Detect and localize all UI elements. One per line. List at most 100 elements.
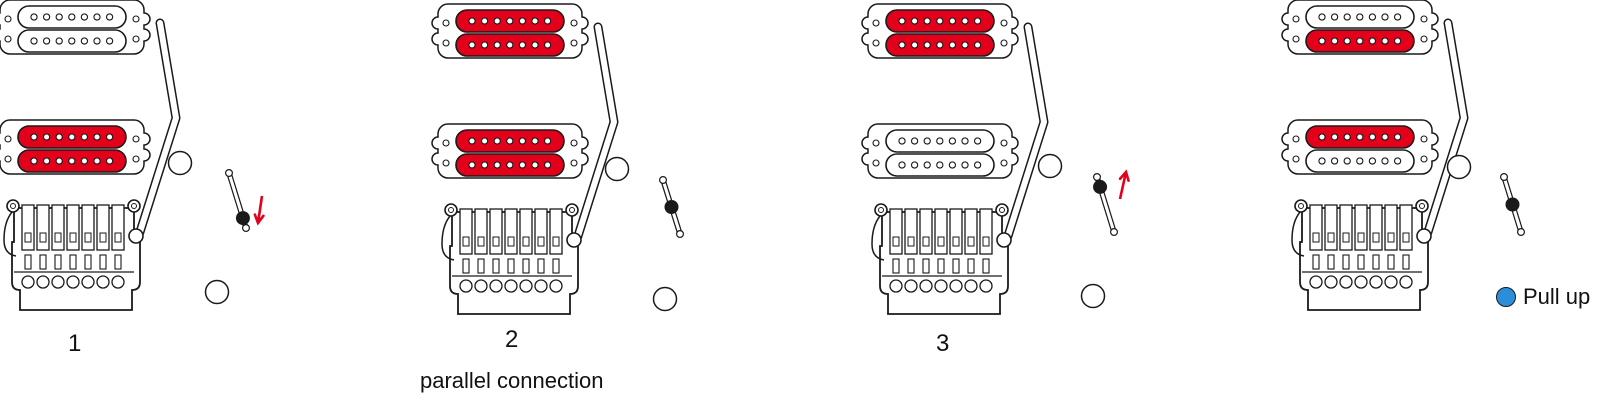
saddle (519, 208, 533, 255)
saddle-screw (24, 254, 32, 270)
neck-pickup-coil-2-pole (1368, 37, 1377, 45)
bridge-pickup-coil-2-pole (80, 157, 89, 165)
saddle (534, 208, 548, 255)
fine-tuner (1369, 275, 1383, 289)
neck-pickup-screw (4, 35, 12, 43)
switch-knob (1505, 197, 1520, 212)
bridge-edge (1291, 211, 1305, 257)
saddle-screw (84, 254, 92, 270)
bridge-pickup-coil-2-pole (948, 161, 957, 169)
neck-pickup-coil-1-pole (105, 13, 114, 21)
bridge-pickup-coil-2-pole (1318, 157, 1326, 165)
saddle (1324, 204, 1338, 251)
neck-pickup-coil-2-pole (518, 41, 527, 49)
bridge-pickup-screw (442, 139, 450, 147)
saddle-block (492, 236, 500, 247)
switch-end (1516, 228, 1525, 237)
neck-pickup-coil-1-pole (543, 17, 552, 25)
neck-pickup-coil-1-pole (1318, 13, 1326, 21)
saddle-block (937, 236, 945, 247)
saddle-block (892, 236, 900, 247)
bridge-pickup-coil-1-pole (1393, 133, 1402, 141)
fine-tuner (1309, 275, 1323, 289)
neck-pickup-coil-2-pole (923, 41, 931, 49)
panel-3-number: 3 (936, 330, 950, 357)
bridge-pickup-coil-1-pole (68, 133, 76, 141)
fine-tuner (1354, 275, 1368, 289)
saddle-block (1327, 232, 1335, 243)
blue-dot-icon (1496, 287, 1516, 307)
bridge-pickup-coil-1-pole (543, 137, 552, 145)
bridge-pickup-coil-1-pole (42, 133, 51, 141)
bridge-pickup-coil-2-pole (531, 161, 539, 169)
arrow-head (253, 213, 265, 226)
neck-pickup-coil-1-pole (923, 17, 931, 25)
bridge-pickup-coil-2-pole (55, 157, 63, 165)
neck-pickup-coil-2-pole (1318, 37, 1326, 45)
saddle-block (952, 236, 960, 247)
saddle-block (1387, 232, 1395, 243)
bridge-edge (3, 211, 17, 257)
saddle-screw (54, 254, 62, 270)
saddle-screw (537, 258, 545, 274)
neck-pickup-coil-1-pole (898, 17, 906, 25)
bridge-pickup-coil-2-pole (910, 161, 919, 169)
neck-pickup-screw (872, 19, 880, 27)
switch-end (225, 169, 234, 178)
bridge-pickup-coil-1-pole (923, 137, 931, 145)
fine-tuner (21, 275, 35, 289)
bridge-pickup-coil-1-pole (518, 137, 527, 145)
switch-end (1109, 228, 1118, 237)
bridge-pickup-coil-1-pole (1356, 133, 1364, 141)
bridge-pickup-coil-2-pole (1368, 157, 1377, 165)
bridge-pickup-screw (570, 139, 578, 147)
neck-pickup-coil-2-pole (1393, 37, 1402, 45)
neck-pickup-coil-2-pole (468, 41, 476, 49)
bridge-pickup-screw (1292, 135, 1300, 143)
saddle-screw (922, 258, 930, 274)
neck-pickup-coil-1-pole (1356, 13, 1364, 21)
arm-socket (128, 228, 144, 244)
saddle (21, 204, 35, 251)
bridge-pickup-coil-1-pole (55, 133, 63, 141)
switch-end (242, 224, 251, 233)
tremolo-bridge (871, 203, 1009, 315)
tremolo-bridge (3, 199, 141, 311)
saddle (96, 204, 110, 251)
bridge-pickup-coil-1-pole (936, 137, 944, 145)
fine-tuner (111, 275, 125, 289)
bridge-pickup-coil-2-pole (923, 161, 931, 169)
bridge-pickup-screw (4, 155, 12, 163)
bridge-pickup-coil-1-pole (1330, 133, 1339, 141)
panel-3 (861, 3, 1130, 315)
fine-tuner (904, 279, 918, 293)
bridge-pickup-coil-1-pole (80, 133, 89, 141)
panel-4 (1281, 0, 1525, 311)
saddle-block (69, 232, 77, 243)
bridge-pickup-screw (4, 135, 12, 143)
saddle-screw (892, 258, 900, 274)
switch-knob (664, 200, 679, 214)
saddle-block (84, 232, 92, 243)
saddle-block (1402, 232, 1410, 243)
saddle-block (1372, 232, 1380, 243)
neck-pickup-coil-2-pole (1356, 37, 1364, 45)
neck-pickup-coil-1-pole (1330, 13, 1339, 21)
fine-tuner (96, 275, 110, 289)
bridge-pickup-coil-2-pole (105, 157, 114, 165)
fine-tuner (949, 279, 963, 293)
saddle (489, 208, 503, 255)
switch-end (658, 176, 667, 185)
saddle (1399, 204, 1413, 251)
control-knob (204, 279, 230, 305)
bridge-pickup-coil-1-pole (506, 137, 514, 145)
bridge-pickup-coil-1-pole (531, 137, 539, 145)
saddle-block (114, 232, 122, 243)
saddle-screw (1312, 254, 1320, 270)
bridge-pickup-screw (570, 159, 578, 167)
neck-pickup-screw (872, 39, 880, 47)
saddle-block (907, 236, 915, 247)
fine-tuner (934, 279, 948, 293)
tremolo-bridge (441, 203, 579, 315)
tremolo-arm (128, 18, 181, 244)
